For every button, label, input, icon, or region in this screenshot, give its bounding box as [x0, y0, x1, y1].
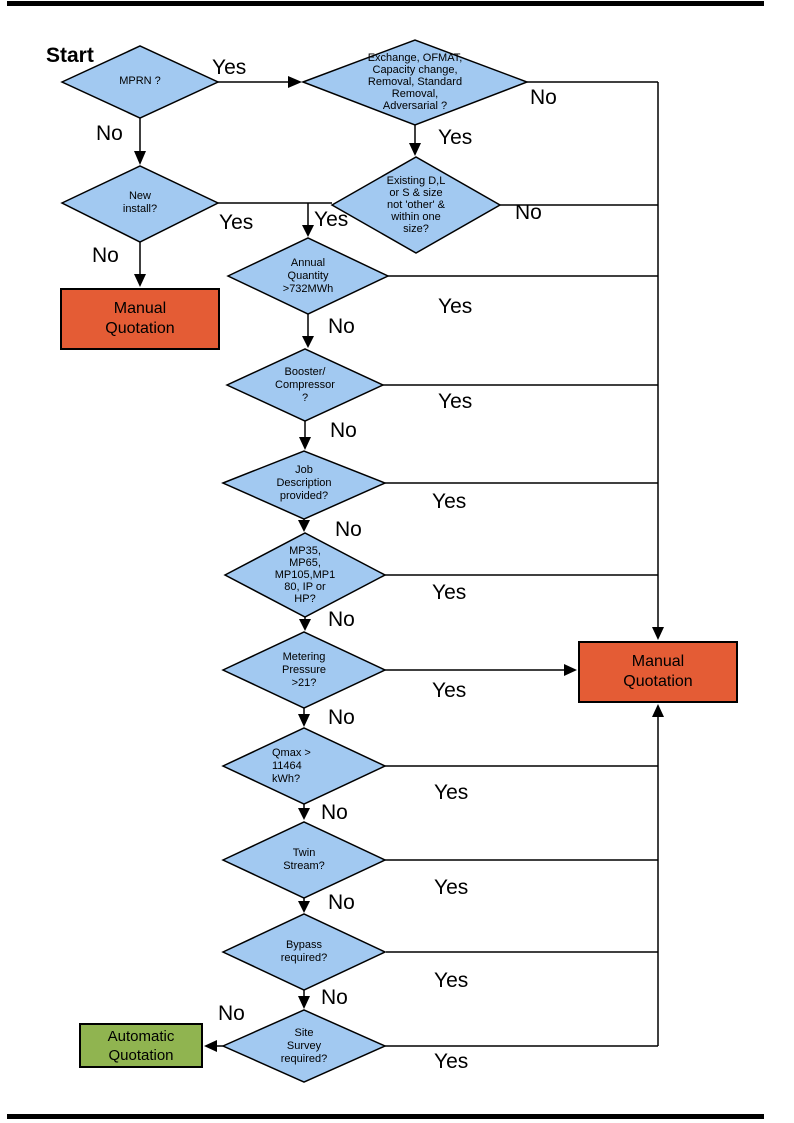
node-label-job-description: Job Description provided? — [276, 464, 332, 502]
edge-label-mprn-no: No — [96, 122, 123, 145]
connector-lines — [139, 81, 659, 1047]
edge-label-annual-yes: Yes — [438, 295, 473, 318]
edge-label-exchange-no: No — [530, 86, 557, 109]
diamond-bypass — [221, 913, 387, 991]
edge-label-jobdesc-yes: Yes — [432, 490, 467, 513]
node-label-metering: Metering Pressure >21? — [281, 651, 327, 689]
node-label-booster: Booster/ Compressor ? — [275, 366, 335, 404]
start-label: Start — [46, 44, 94, 67]
edge-label-existing-yes: Yes — [314, 208, 349, 231]
diamond-exchange — [300, 39, 530, 126]
node-label-new-install: New install? — [122, 190, 158, 215]
page-rule-top — [7, 1, 764, 6]
edge-label-twin-no: No — [328, 891, 355, 914]
arrowheads — [134, 76, 664, 1052]
edge-label-twin-yes: Yes — [434, 876, 469, 899]
diamond-mp-tier — [223, 532, 387, 618]
edge-label-jobdesc-no: No — [335, 518, 362, 541]
node-label-qmax: Qmax > 11464 kWh? — [272, 747, 311, 785]
edge-label-qmax-no: No — [321, 801, 348, 824]
diamond-booster — [225, 348, 385, 422]
node-label-exchange: Exchange, OFMAT, Capacity change, Remova… — [367, 52, 463, 112]
diamond-existing — [330, 156, 502, 254]
edge-label-new-install-no: No — [92, 244, 119, 267]
edge-label-site-no: No — [218, 1002, 245, 1025]
page-rule-bottom — [7, 1114, 764, 1119]
node-label-mp-tier: MP35, MP65, MP105,MP1 80, IP or HP? — [274, 545, 336, 605]
edge-label-bypass-no: No — [321, 986, 348, 1009]
edge-label-site-yes: Yes — [434, 1050, 469, 1073]
edge-label-mp-tier-no: No — [328, 608, 355, 631]
node-label-bypass: Bypass required? — [280, 939, 328, 964]
decision-diamonds — [60, 39, 530, 1083]
diamond-annual-quantity — [226, 237, 390, 315]
diamond-job-description — [221, 450, 387, 520]
edge-label-metering-yes: Yes — [432, 679, 467, 702]
edge-label-booster-no: No — [330, 419, 357, 442]
edge-label-new-install-yes: Yes — [219, 211, 254, 234]
manual-quotation-box-left: Manual Quotation — [60, 288, 220, 350]
node-label-annual-quantity: Annual Quantity >732MWh — [282, 257, 334, 295]
diamond-qmax — [221, 727, 387, 805]
diamond-twin-stream — [221, 821, 387, 899]
edge-label-qmax-yes: Yes — [434, 781, 469, 804]
node-label-site-survey: Site Survey required? — [280, 1027, 328, 1065]
diamond-mprn — [60, 45, 220, 119]
node-label-twin-stream: Twin Stream? — [283, 847, 325, 872]
edge-label-mprn-yes: Yes — [212, 56, 247, 79]
node-label-existing: Existing D,L or S & size not 'other' & w… — [386, 175, 446, 235]
edge-label-annual-no: No — [328, 315, 355, 338]
node-label-mprn: MPRN ? — [119, 75, 161, 87]
automatic-quotation-box: Automatic Quotation — [79, 1023, 203, 1068]
manual-quotation-box-right: Manual Quotation — [578, 641, 738, 703]
edge-label-existing-no: No — [515, 201, 542, 224]
edge-label-exchange-yes: Yes — [438, 126, 473, 149]
edge-label-mp-tier-yes: Yes — [432, 581, 467, 604]
edge-label-booster-yes: Yes — [438, 390, 473, 413]
diamond-site-survey — [221, 1009, 387, 1083]
diamond-new-install — [60, 165, 220, 243]
edge-label-bypass-yes: Yes — [434, 969, 469, 992]
edge-label-metering-no: No — [328, 706, 355, 729]
diamond-metering-pressure — [221, 631, 387, 709]
